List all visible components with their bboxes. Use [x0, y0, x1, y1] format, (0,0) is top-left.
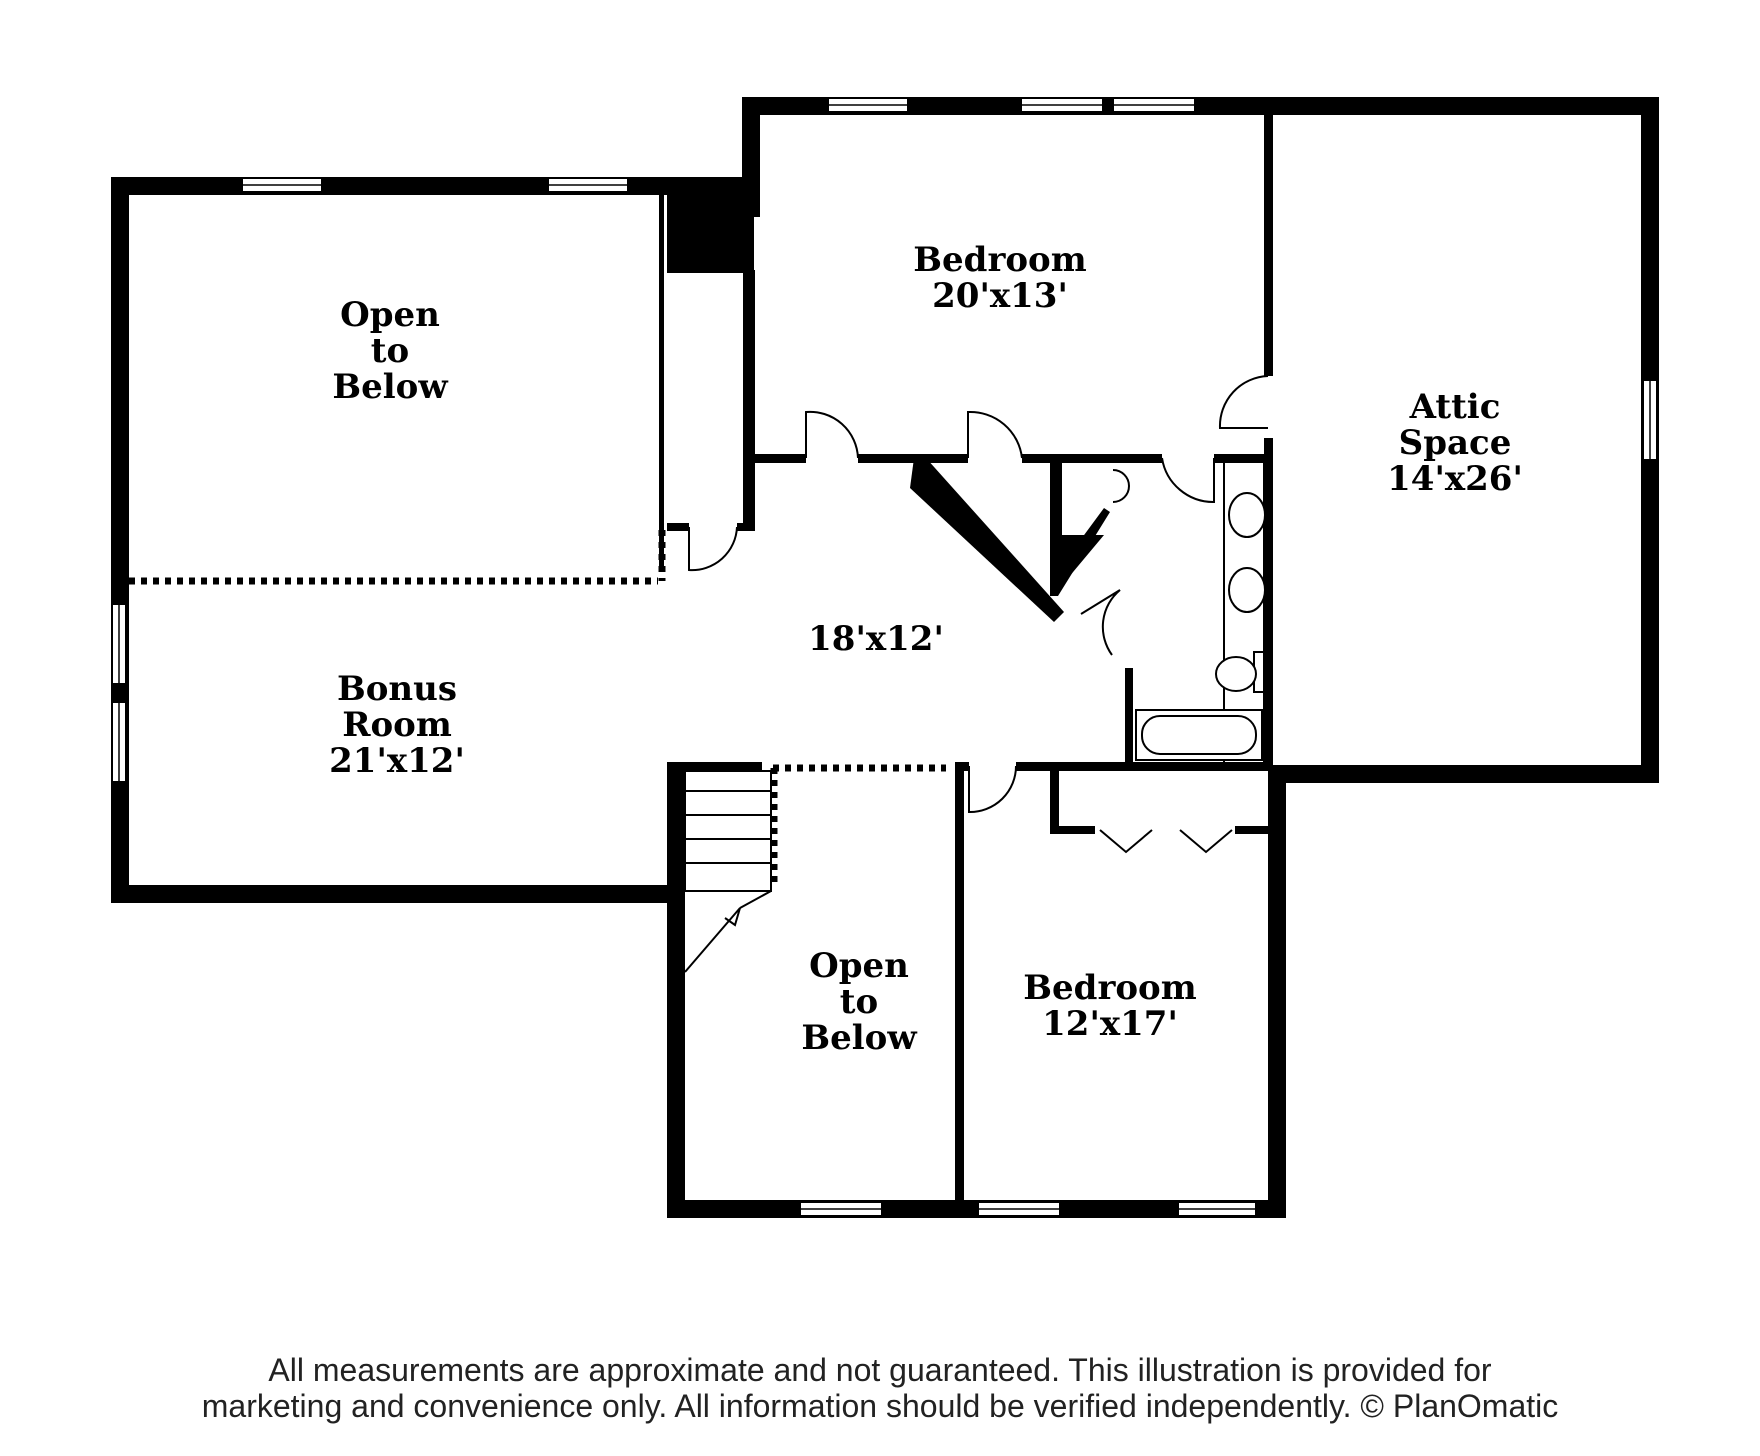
- room-label-open-below-top-1: Open: [340, 295, 440, 335]
- stairs: [684, 770, 772, 973]
- window: [1642, 379, 1658, 461]
- interior-walls: [659, 108, 1273, 1210]
- windows: [111, 97, 1658, 1217]
- room-size-bonus: 21'x12': [329, 741, 465, 781]
- room-size-bedroom-top: 20'x13': [932, 276, 1068, 316]
- window: [547, 177, 629, 193]
- sink-icon: [1228, 567, 1266, 613]
- room-label-open-below-bottom-1: Open: [809, 946, 909, 986]
- disclaimer: All measurements are approximate and not…: [0, 1352, 1760, 1424]
- window: [111, 701, 127, 783]
- window: [1112, 97, 1196, 113]
- room-label-bedroom-bottom: Bedroom: [1023, 968, 1196, 1008]
- bath-fixtures: [1135, 459, 1266, 766]
- room-size-hall: 18'x12': [808, 619, 944, 659]
- room-label-open-below-bottom-3: Below: [801, 1018, 917, 1058]
- room-size-attic: 14'x26': [1387, 459, 1523, 499]
- room-labels: Open to Below Bedroom 20'x13' Attic Spac…: [329, 240, 1523, 1058]
- room-size-bedroom-bottom: 12'x17': [1042, 1004, 1178, 1044]
- disclaimer-line-2: marketing and convenience only. All info…: [201, 1388, 1559, 1424]
- room-label-attic-1: Attic: [1409, 387, 1501, 427]
- doors: [688, 375, 1269, 854]
- window: [799, 1201, 883, 1217]
- room-label-open-below-top-2: to: [371, 331, 409, 371]
- window: [241, 177, 323, 193]
- room-label-bedroom-top: Bedroom: [913, 240, 1086, 280]
- window: [1177, 1201, 1257, 1217]
- window: [1020, 97, 1104, 113]
- open-edges: [129, 530, 946, 885]
- room-label-attic-2: Space: [1399, 423, 1512, 463]
- room-label-bonus-2: Room: [342, 705, 452, 745]
- window: [827, 97, 909, 113]
- room-label-bonus-1: Bonus: [337, 669, 457, 709]
- window: [977, 1201, 1061, 1217]
- toilet-icon: [1215, 656, 1257, 692]
- room-label-open-below-top-3: Below: [332, 367, 448, 407]
- window: [111, 603, 127, 685]
- sink-icon: [1228, 492, 1266, 538]
- disclaimer-line-1: All measurements are approximate and not…: [268, 1352, 1492, 1388]
- room-label-open-below-bottom-2: to: [840, 982, 878, 1022]
